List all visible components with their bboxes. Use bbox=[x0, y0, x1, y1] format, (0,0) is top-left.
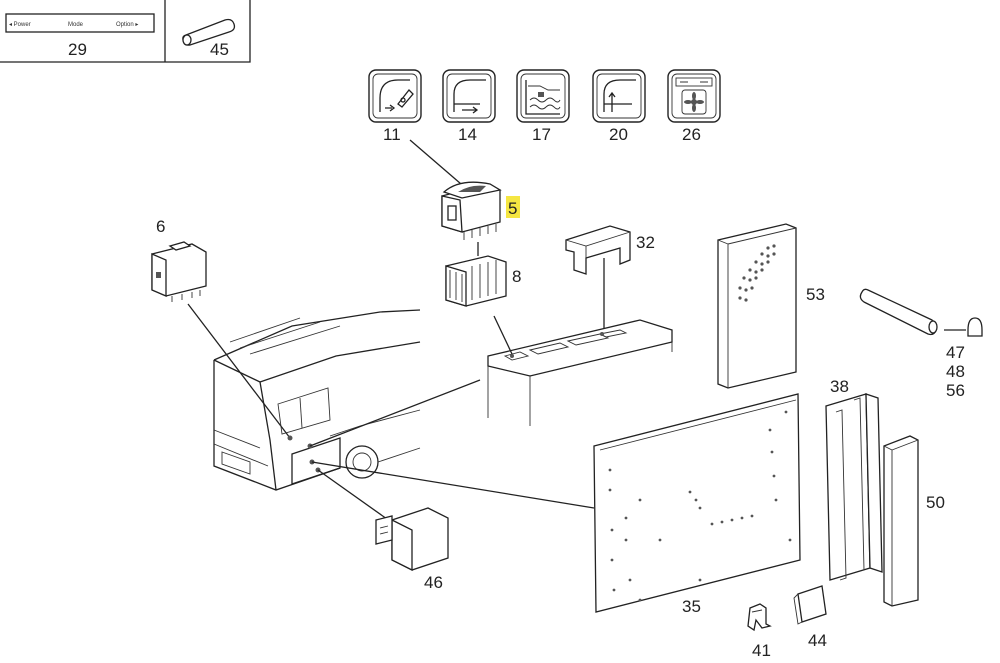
label-6: 6 bbox=[156, 217, 165, 236]
panel-53 bbox=[717, 223, 797, 389]
strip-text-left: ◂ Power bbox=[9, 22, 31, 28]
leader-bus-35 bbox=[311, 461, 595, 509]
label-38: 38 bbox=[830, 377, 849, 396]
label-35: 35 bbox=[682, 597, 701, 616]
profile-38 bbox=[825, 393, 883, 581]
icon-26 bbox=[667, 69, 721, 123]
label-50: 50 bbox=[926, 493, 945, 512]
label-14: 14 bbox=[458, 125, 477, 144]
label-29: 29 bbox=[68, 40, 87, 59]
vent-holes bbox=[738, 244, 776, 302]
label-8: 8 bbox=[512, 267, 521, 286]
cover-44 bbox=[793, 585, 827, 625]
label-11: 11 bbox=[383, 125, 401, 144]
switch-strip-29 bbox=[5, 13, 155, 33]
leader-8-dash bbox=[493, 315, 513, 355]
pin-47 bbox=[859, 288, 983, 337]
label-5-highlight bbox=[506, 196, 520, 218]
label-20: 20 bbox=[609, 125, 628, 144]
channel-50 bbox=[883, 435, 919, 607]
label-47: 47 bbox=[946, 343, 965, 362]
label-48: 48 bbox=[946, 362, 965, 381]
icon-14 bbox=[442, 69, 496, 123]
board-35 bbox=[593, 393, 801, 613]
label-17: 17 bbox=[532, 125, 551, 144]
board-holes bbox=[608, 410, 792, 602]
leader-6 bbox=[187, 303, 291, 439]
label-41: 41 bbox=[752, 641, 771, 660]
leader-bus-46 bbox=[317, 469, 395, 525]
label-46: 46 bbox=[424, 573, 443, 592]
dashboard-block bbox=[487, 319, 673, 426]
strip-text-middle: Mode bbox=[68, 22, 84, 28]
rocker-switch-5 bbox=[441, 181, 502, 240]
label-53: 53 bbox=[806, 285, 825, 304]
label-26: 26 bbox=[682, 125, 701, 144]
pin-45 bbox=[182, 18, 236, 46]
inset-box: ◂ Power Mode Option ▸ 29 45 bbox=[0, 0, 251, 63]
icon-11 bbox=[368, 69, 422, 123]
cover-32 bbox=[565, 225, 631, 275]
icon-17 bbox=[516, 69, 570, 123]
relay-6 bbox=[151, 241, 207, 302]
label-5: 5 bbox=[508, 199, 517, 218]
connector-8 bbox=[445, 255, 507, 307]
label-45: 45 bbox=[210, 40, 229, 59]
label-32: 32 bbox=[636, 233, 655, 252]
bus-outline bbox=[213, 309, 421, 491]
clip-41 bbox=[747, 603, 772, 632]
strip-text-right: Option ▸ bbox=[116, 22, 138, 28]
label-44: 44 bbox=[808, 631, 827, 650]
icon-20 bbox=[592, 69, 646, 123]
label-56: 56 bbox=[946, 381, 965, 400]
leader-bus-dash bbox=[309, 379, 481, 447]
leader-11-5 bbox=[409, 139, 469, 191]
relay-46 bbox=[375, 507, 449, 572]
